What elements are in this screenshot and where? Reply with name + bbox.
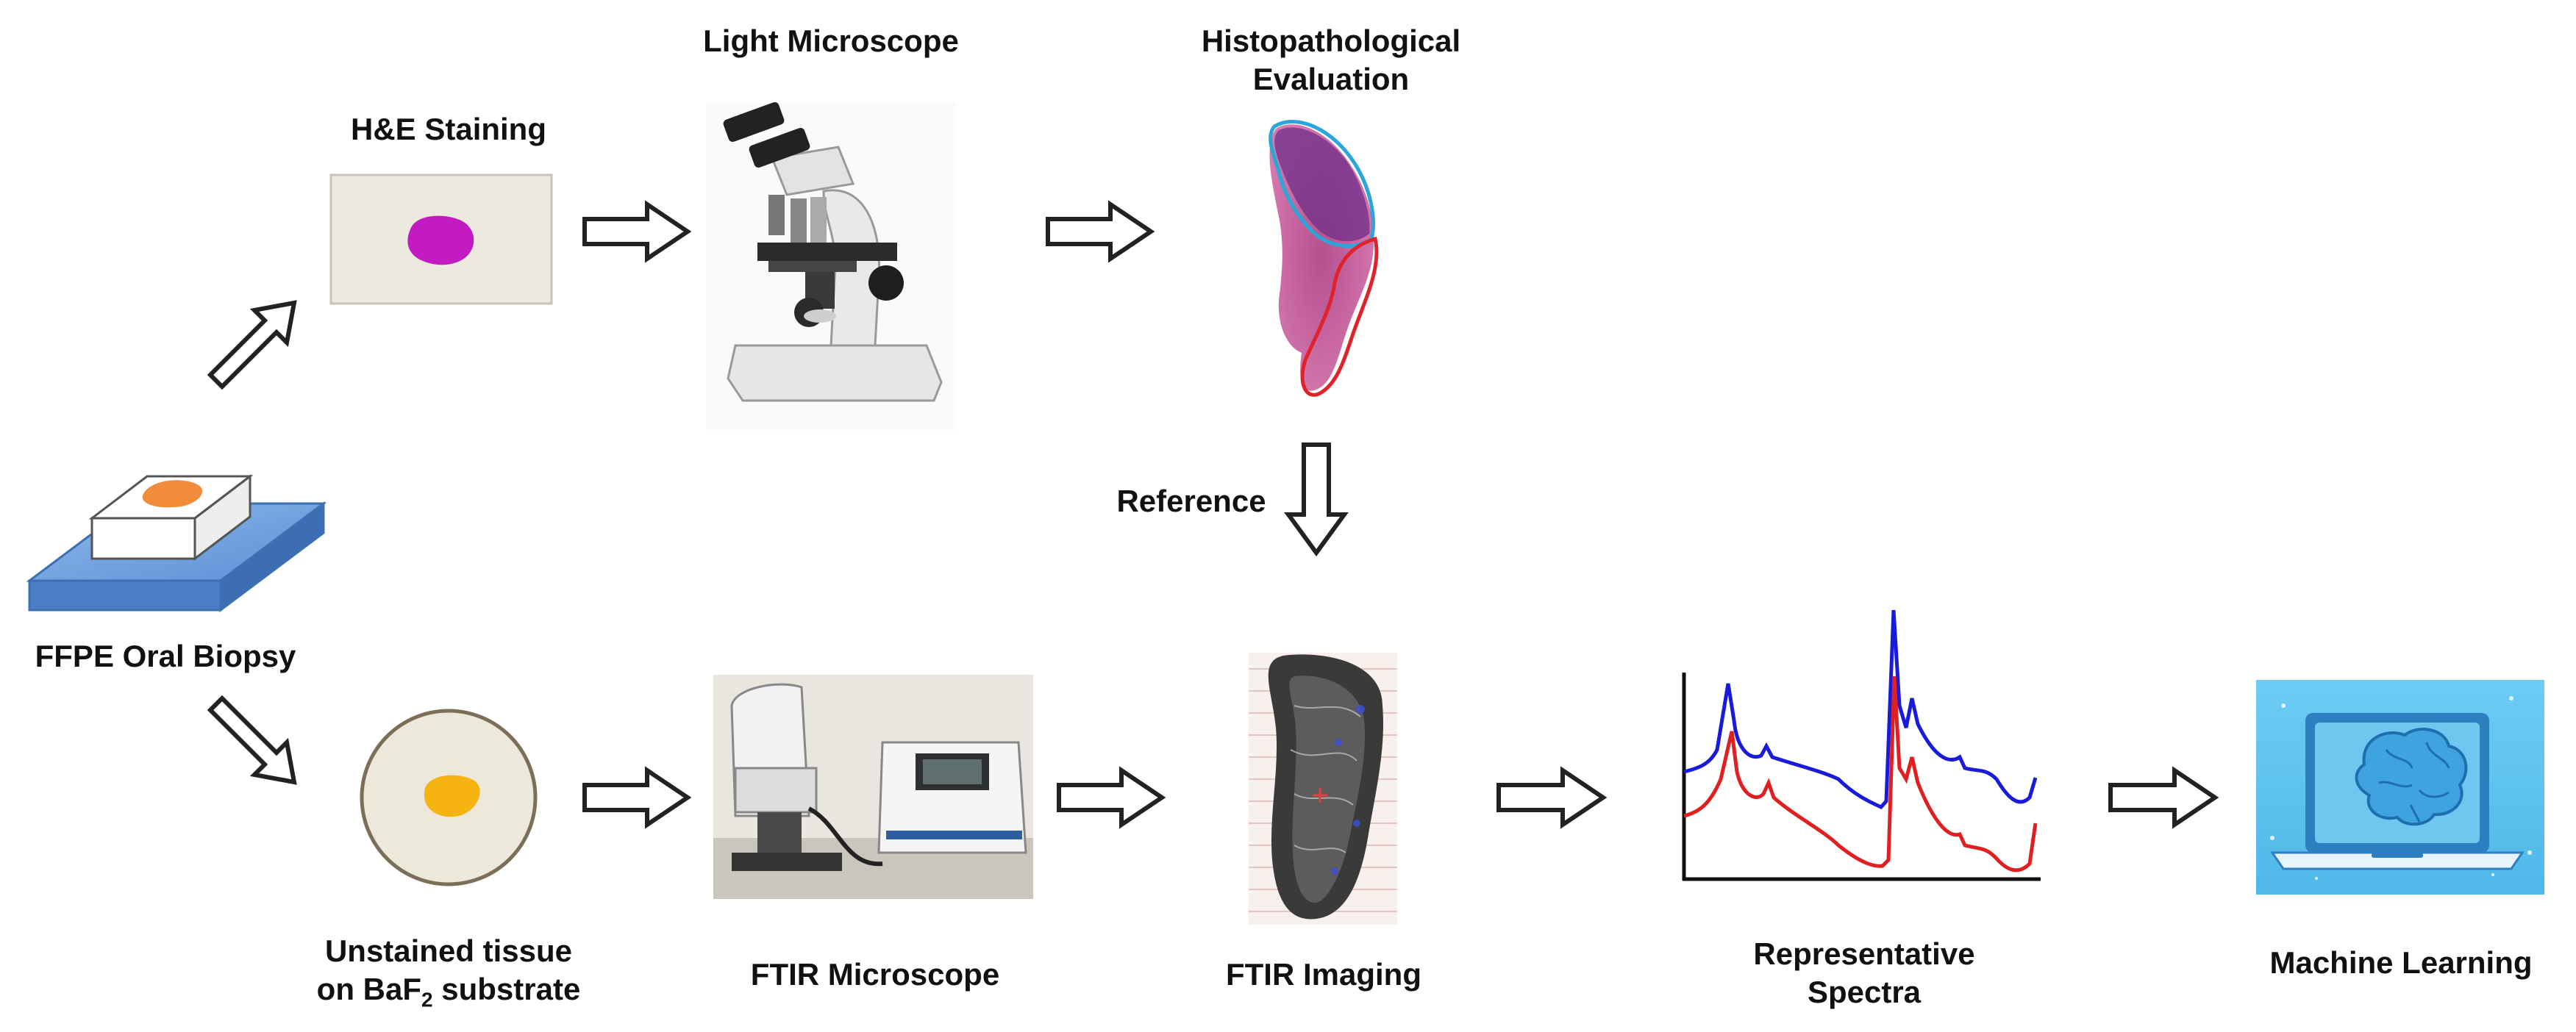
- spectrum-line-bottom: [1683, 676, 2038, 872]
- spectrum-line-top: [1683, 609, 2038, 810]
- representative-spectra-label: Representative Spectra: [1753, 936, 1975, 1009]
- brain-icon: [2355, 728, 2468, 826]
- arrow-icon: [582, 200, 692, 263]
- ffpe-block-illustration: [26, 473, 327, 612]
- arrow-icon: [207, 695, 297, 785]
- ffpe-oral-biopsy-label: FFPE Oral Biopsy: [35, 639, 296, 673]
- arrow-icon: [582, 766, 692, 829]
- baf2-substrate-illustration: [360, 709, 538, 886]
- arrow-icon: [1057, 766, 1166, 829]
- unstained-tissue-label: Unstained tissue on BaF2 substrate: [316, 934, 581, 1011]
- ftir-imaging-label: FTIR Imaging: [1226, 957, 1421, 992]
- he-slide-illustration: [329, 173, 553, 305]
- he-tissue: [407, 215, 474, 265]
- light-microscope-label: Light Microscope: [703, 24, 959, 58]
- biopsy-tissue: [142, 480, 203, 508]
- he-staining-label: H&E Staining: [350, 112, 546, 146]
- roi-outline-red: [1300, 236, 1379, 397]
- ftir-microscope-label: FTIR Microscope: [750, 957, 1000, 992]
- arrow-icon: [1496, 766, 1608, 829]
- spectra-plot: [1682, 609, 2041, 881]
- arrow-icon: [1284, 442, 1349, 557]
- histology-section: [1269, 119, 1379, 397]
- histopathological-evaluation-label: Histopathological Evaluation: [1201, 24, 1461, 96]
- machine-learning-illustration: [2256, 680, 2544, 895]
- ftir-instrument: [713, 675, 1033, 899]
- ftir-image: [1249, 653, 1397, 925]
- arrow-icon: [1046, 200, 1155, 263]
- unstained-tissue: [424, 775, 480, 817]
- arrow-icon: [2108, 766, 2219, 829]
- roi-outline-blue: [1269, 119, 1375, 248]
- microscope-icon: [706, 101, 956, 430]
- arrow-icon: [207, 300, 297, 390]
- machine-learning-label: Machine Learning: [2269, 945, 2533, 980]
- reference-label: Reference: [1116, 484, 1266, 518]
